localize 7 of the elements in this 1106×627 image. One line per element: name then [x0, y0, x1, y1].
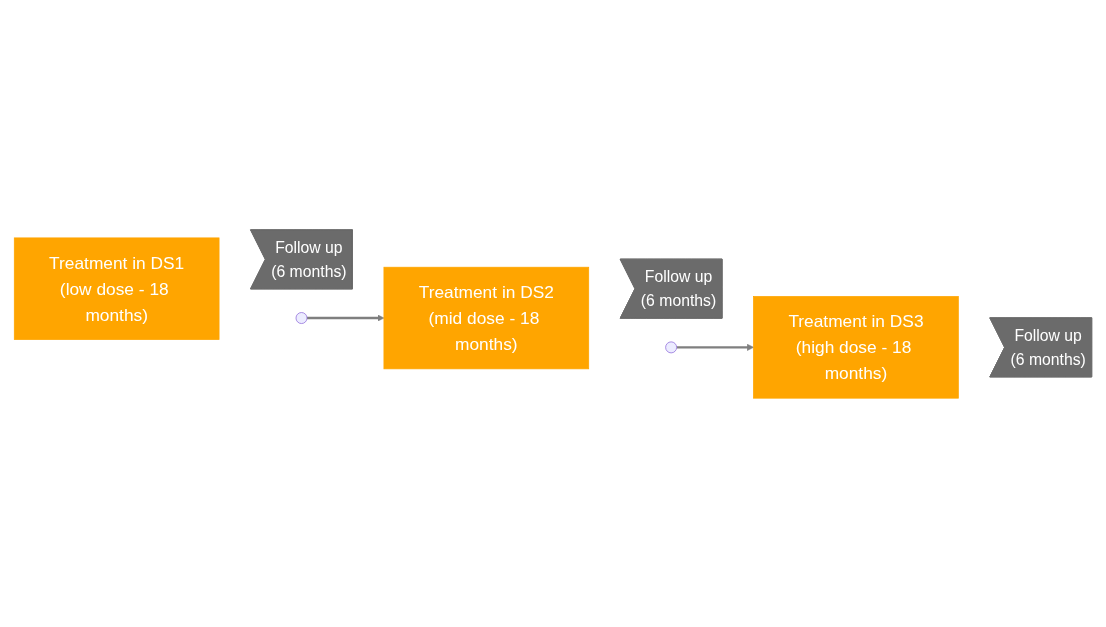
node-box: Treatment in DS3 (high dose - 18 months)	[753, 295, 959, 399]
node-star	[665, 340, 678, 353]
node-star	[295, 311, 308, 324]
node-box: Treatment in DS2 (mid dose - 18 months)	[383, 266, 590, 369]
arrow	[307, 314, 385, 321]
arrow	[676, 343, 754, 351]
node-box: Treatment in DS1 (low dose - 18 months)	[13, 237, 220, 340]
